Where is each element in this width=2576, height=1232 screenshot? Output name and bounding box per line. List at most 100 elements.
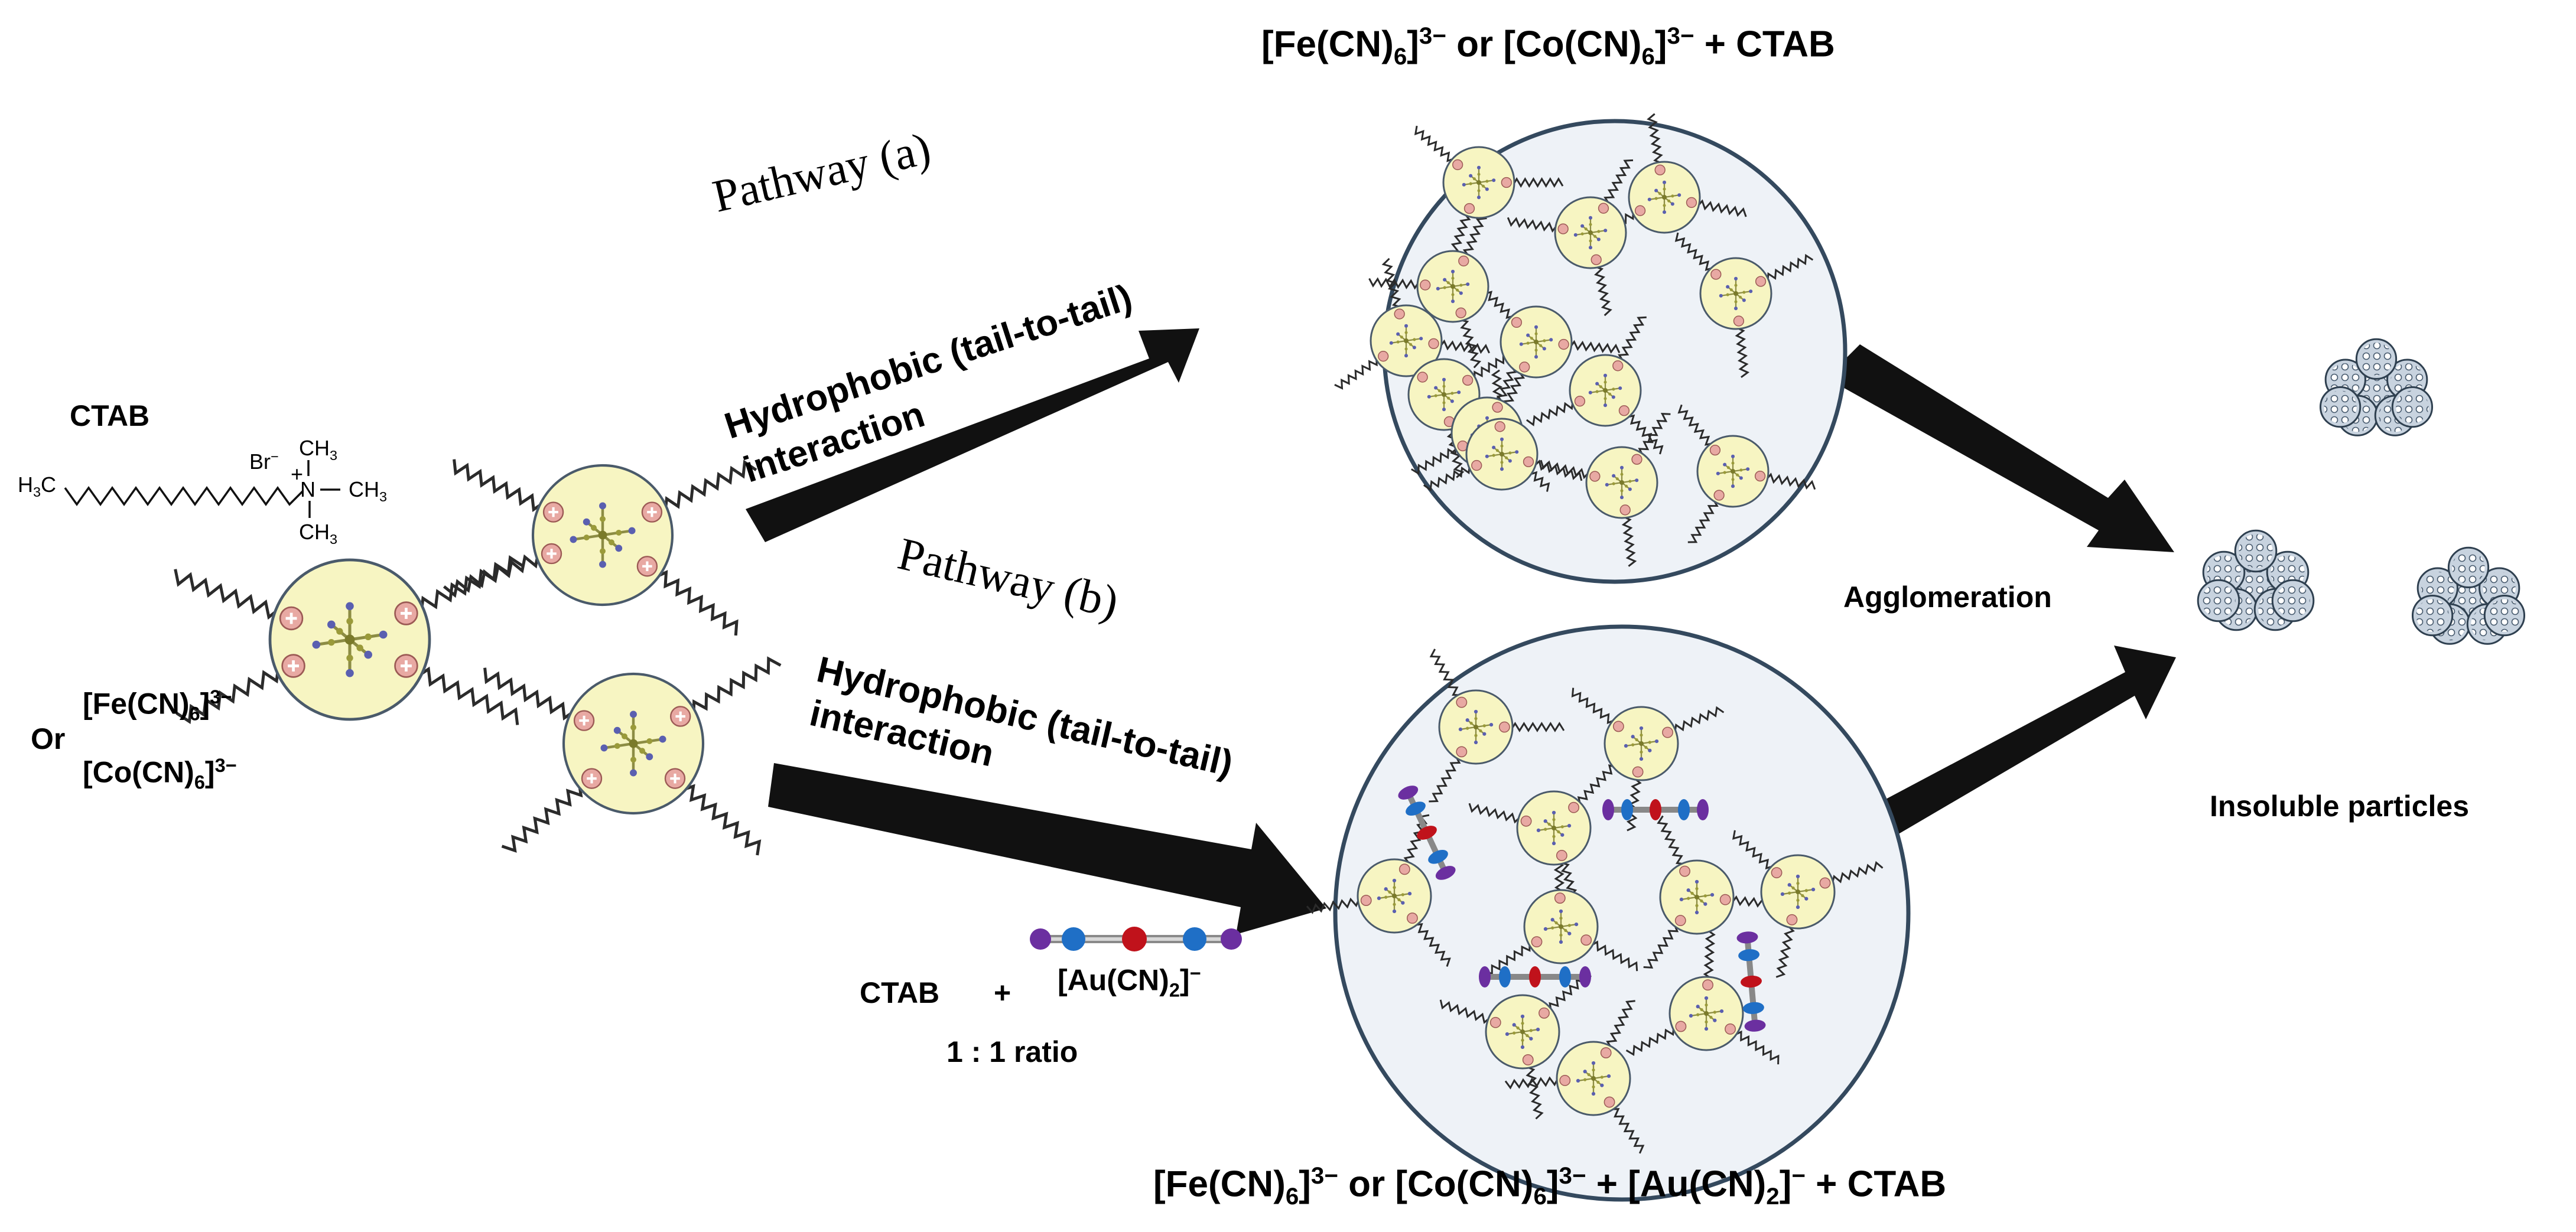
- carbon-atom: [1705, 1003, 1708, 1007]
- metal-atom: [1662, 195, 1667, 200]
- insoluble-particle-clusters: [2197, 338, 2526, 645]
- big-arrows: [746, 328, 2176, 934]
- nitrogen-atom: [1619, 496, 1624, 500]
- carbon-atom: [1472, 177, 1476, 181]
- nitrogen-atom: [1442, 408, 1446, 412]
- surfactant-tail: [1764, 472, 1816, 490]
- carbon-atom: [1739, 468, 1743, 472]
- atom-c-right: [1183, 927, 1206, 951]
- nitrogen-atom: [1392, 909, 1397, 914]
- atom: [1741, 975, 1762, 988]
- carbon-atom: [1709, 1015, 1713, 1019]
- carbon-atom: [1729, 288, 1733, 292]
- nitrogen-atom: [1543, 927, 1548, 931]
- carbon-atom: [1544, 827, 1547, 831]
- carbon-atom: [1516, 1026, 1520, 1030]
- atom: [1602, 799, 1614, 820]
- micelle: [1416, 250, 1489, 323]
- cationic-head: [1559, 1074, 1571, 1086]
- nitrogen-atom: [1476, 195, 1481, 200]
- carbon-atom: [1739, 295, 1742, 299]
- carbon-atom: [583, 534, 590, 541]
- nitrogen-atom: [1603, 373, 1608, 377]
- carbon-atom: [622, 733, 627, 739]
- nitrogen-atom: [1796, 874, 1800, 879]
- atom: [1406, 801, 1426, 816]
- cationic-head: [1398, 863, 1410, 875]
- surfactant-tail: [679, 784, 762, 856]
- surfactant-tail: [1732, 830, 1775, 870]
- surfactant-tail: [1334, 356, 1378, 390]
- carbon-atom: [1459, 283, 1463, 287]
- nitrogen-atom: [1377, 896, 1381, 901]
- particle-pattern: [2360, 343, 2393, 376]
- carbon-atom: [1640, 734, 1643, 737]
- nitrogen-atom: [1733, 307, 1738, 311]
- surfactant-tail: [1504, 1076, 1560, 1090]
- carbon-atom: [1456, 288, 1459, 292]
- nitrogen-atom: [1512, 1023, 1516, 1027]
- surfactant-tail: [1484, 942, 1531, 976]
- carbon-atom: [1413, 338, 1416, 341]
- nitrogen-atom: [1485, 454, 1489, 458]
- carbon-atom: [1442, 401, 1446, 405]
- particle: [2483, 594, 2526, 637]
- metal-atom: [629, 739, 638, 748]
- carbon-atom: [1788, 891, 1791, 895]
- nitrogen-atom: [1443, 278, 1447, 282]
- carbon-atom: [1442, 384, 1446, 388]
- pathway-a-product-label: [Fe(CN)6]3− or [Co(CN)6]3− + CTAB: [1261, 22, 1835, 70]
- nitrogen-atom: [1600, 1083, 1604, 1087]
- nitrogen-atom: [346, 602, 354, 611]
- carbon-atom: [1508, 451, 1512, 455]
- nitrogen-atom: [1450, 269, 1455, 273]
- nitrogen-atom: [1635, 478, 1639, 483]
- nitrogen-atom: [1696, 1005, 1700, 1009]
- carbon-atom: [1648, 741, 1651, 744]
- micelle: [1442, 146, 1515, 219]
- carbon-atom: [1393, 886, 1396, 889]
- nitrogen-atom: [1670, 202, 1674, 206]
- nitrogen-atom: [1442, 377, 1446, 382]
- nitrogen-atom: [1474, 740, 1478, 745]
- arrow-pathway-a: [746, 328, 1199, 542]
- nitrogen-atom: [1704, 1026, 1709, 1031]
- surfactant-tail: [1459, 318, 1482, 369]
- cationic-head: [1531, 936, 1543, 948]
- nitrogen-atom: [1552, 841, 1556, 846]
- nitrogen-atom: [1780, 892, 1785, 897]
- particle-pattern: [2452, 551, 2485, 584]
- surfactant-tail: [1657, 815, 1686, 865]
- metal-atom: [1404, 338, 1409, 343]
- cationic-head: [1634, 205, 1646, 216]
- cationic-head: [1591, 254, 1602, 265]
- surfactant-tail: [1703, 925, 1716, 980]
- atom: [1650, 799, 1661, 820]
- cationic-head: [1471, 459, 1482, 471]
- nitrogen-atom: [1465, 718, 1469, 722]
- nitrogen-atom: [1489, 722, 1494, 727]
- carbon-atom: [609, 539, 614, 546]
- carbon-atom: [1554, 921, 1558, 925]
- nitrogen-atom: [1716, 471, 1720, 475]
- nitrogen-atom: [1588, 246, 1593, 250]
- surfactant-tail: [1643, 923, 1679, 969]
- cationic-head: [1463, 203, 1475, 214]
- micelle: [1500, 305, 1573, 379]
- micelle: [1523, 889, 1599, 964]
- carbon-atom: [1526, 1034, 1529, 1038]
- cationic-head: [1618, 405, 1630, 416]
- carbon-atom: [328, 639, 335, 646]
- ctab-plus-label: +: [291, 462, 304, 486]
- cationic-head: [1428, 338, 1439, 350]
- nitrogen-atom: [630, 769, 637, 777]
- carbon-atom: [1584, 227, 1588, 231]
- nitrogen-atom: [1618, 386, 1622, 390]
- carbon-atom: [1485, 180, 1489, 183]
- nitrogen-atom: [1534, 355, 1539, 359]
- cationic-head: [1520, 815, 1532, 827]
- carbon-atom: [1557, 830, 1560, 834]
- micelle: [1585, 446, 1658, 519]
- nitrogen-atom: [1485, 187, 1489, 191]
